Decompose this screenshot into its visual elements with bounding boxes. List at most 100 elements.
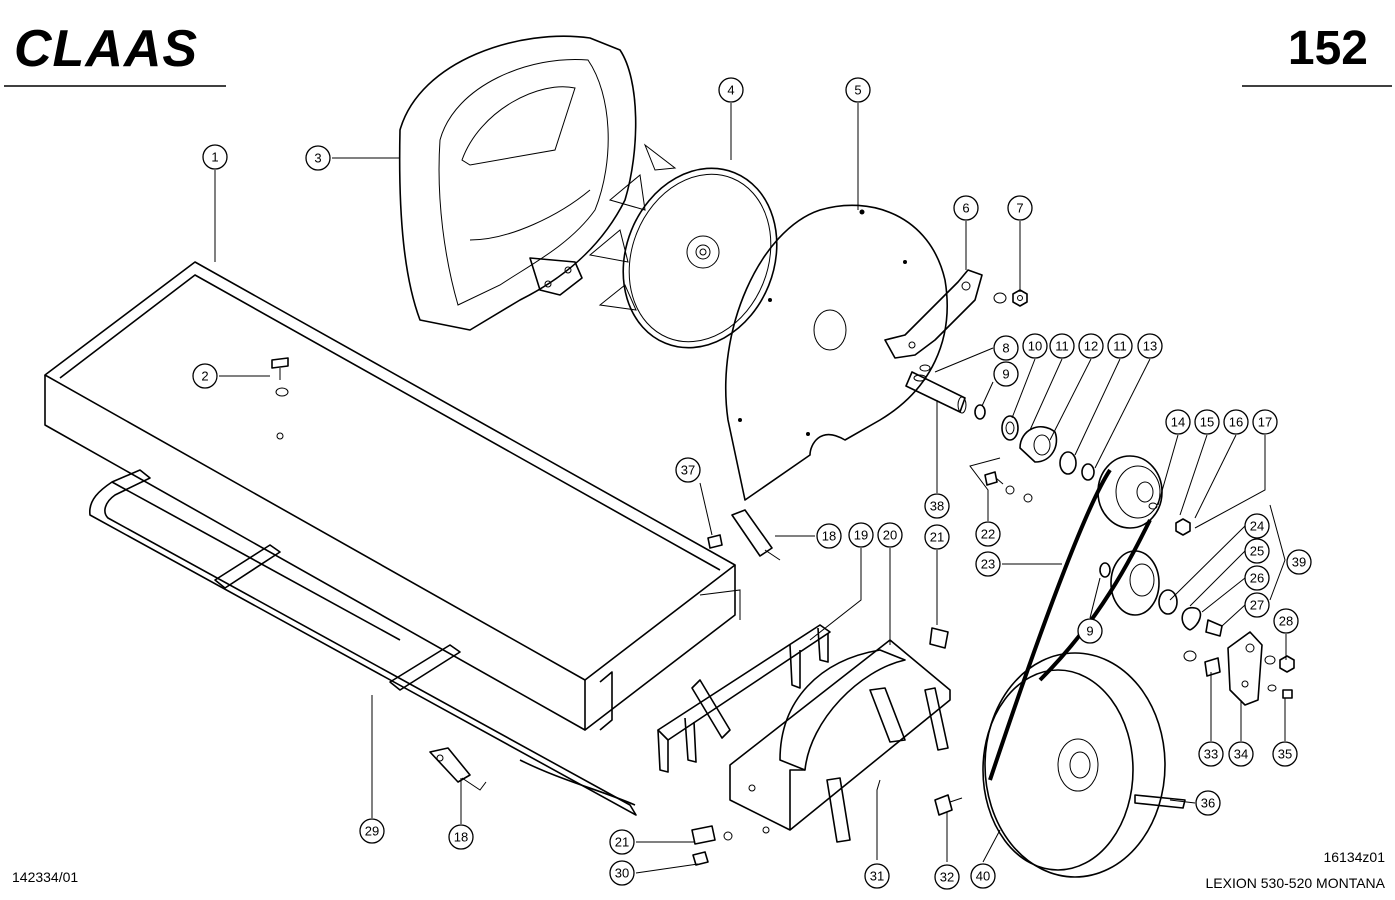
callout-16: 16: [1223, 409, 1249, 435]
callout-circle: [609, 860, 635, 886]
latch-upper: [707, 509, 781, 561]
callout-label: 39: [1292, 555, 1306, 570]
tensioner-arm: [1183, 631, 1295, 706]
brand-logo: CLAAS: [14, 20, 198, 78]
callout-11: 11: [1107, 333, 1133, 359]
callout-17: 17: [1252, 409, 1278, 435]
callout-circle: [1077, 618, 1103, 644]
callout-3: 3: [305, 145, 331, 171]
callout-label: 27: [1250, 598, 1264, 613]
callout-33: 33: [1198, 741, 1224, 767]
callout-circle: [1107, 333, 1133, 359]
callout-circle: [359, 818, 385, 844]
callout-label: 29: [365, 824, 379, 839]
callout-13: 13: [1137, 333, 1163, 359]
callout-label: 30: [615, 866, 629, 881]
callout-label: 2: [201, 369, 208, 384]
callout-label: 10: [1028, 339, 1042, 354]
callout-21: 21: [924, 524, 950, 550]
callout-label: 11: [1055, 339, 1069, 354]
callout-circle: [1244, 538, 1270, 564]
leader-lines: [214, 103, 1287, 874]
drive-shaft: [905, 364, 967, 414]
callout-circle: [1137, 333, 1163, 359]
callout-34: 34: [1228, 741, 1254, 767]
callout-23: 23: [975, 551, 1001, 577]
callout-9: 9: [1077, 618, 1103, 644]
cover-bolt: [271, 357, 289, 397]
latch-lower: [429, 747, 487, 791]
callout-7: 7: [1007, 195, 1033, 221]
callout-circle: [934, 864, 960, 890]
drawing-id-left: 142334/01: [12, 869, 78, 885]
callout-circle: [609, 829, 635, 855]
callout-circle: [305, 145, 331, 171]
callout-label: 26: [1250, 571, 1264, 586]
callout-circle: [448, 824, 474, 850]
callout-label: 21: [930, 530, 944, 545]
callout-label: 34: [1234, 747, 1248, 762]
callout-circle: [1223, 409, 1249, 435]
callout-label: 18: [822, 529, 836, 544]
main-pulley: [982, 652, 1186, 878]
callout-circle: [1244, 513, 1270, 539]
bearing-bracket: [884, 269, 983, 359]
callout-label: 18: [454, 830, 468, 845]
callout-5: 5: [845, 77, 871, 103]
callout-22: 22: [975, 521, 1001, 547]
callout-circle: [924, 524, 950, 550]
callout-21: 21: [609, 829, 635, 855]
callout-label: 7: [1016, 201, 1023, 216]
callout-circle: [953, 195, 979, 221]
callout-15: 15: [1194, 409, 1220, 435]
callout-label: 40: [976, 869, 990, 884]
callout-label: 31: [870, 869, 884, 884]
back-plate: [724, 204, 948, 501]
callout-label: 24: [1250, 519, 1264, 534]
callout-label: 17: [1258, 415, 1272, 430]
drawing-id-right: 16134z01: [1323, 849, 1385, 865]
callout-2: 2: [192, 363, 218, 389]
callout-label: 12: [1084, 339, 1098, 354]
callout-circle: [993, 335, 1019, 361]
callout-circle: [1272, 741, 1298, 767]
callout-circle: [1244, 565, 1270, 591]
callout-circle: [1022, 333, 1048, 359]
callout-8: 8: [993, 335, 1019, 361]
washer-nut-set: [993, 289, 1028, 307]
callout-circle: [845, 77, 871, 103]
callout-circle: [1078, 333, 1104, 359]
callout-label: 38: [930, 499, 944, 514]
callout-label: 37: [681, 463, 695, 478]
callout-circle: [1286, 549, 1312, 575]
callout-label: 15: [1200, 415, 1214, 430]
callout-label: 9: [1086, 624, 1093, 639]
callout-circle: [970, 863, 996, 889]
callout-18: 18: [448, 824, 474, 850]
callout-36: 36: [1195, 790, 1221, 816]
callout-circle: [975, 551, 1001, 577]
callout-9: 9: [993, 361, 1019, 387]
callout-circle: [1049, 333, 1075, 359]
callout-24: 24: [1244, 513, 1270, 539]
callout-label: 5: [854, 83, 861, 98]
callout-12: 12: [1078, 333, 1104, 359]
callout-circle: [864, 863, 890, 889]
callout-38: 38: [924, 493, 950, 519]
bearing-stack: [974, 404, 1095, 481]
callout-circle: [675, 457, 701, 483]
model-name: LEXION 530-520 MONTANA: [1206, 875, 1386, 891]
callout-label: 25: [1250, 544, 1264, 559]
callout-label: 13: [1143, 339, 1157, 354]
callout-19: 19: [848, 522, 874, 548]
callout-20: 20: [877, 522, 903, 548]
callout-label: 8: [1002, 341, 1009, 356]
callout-1: 1: [202, 144, 228, 170]
bolt-set: [984, 471, 1033, 503]
callout-circle: [975, 521, 1001, 547]
callout-circle: [1007, 195, 1033, 221]
main-housing: [44, 261, 741, 731]
callout-circle: [718, 77, 744, 103]
callout-circle: [1252, 409, 1278, 435]
